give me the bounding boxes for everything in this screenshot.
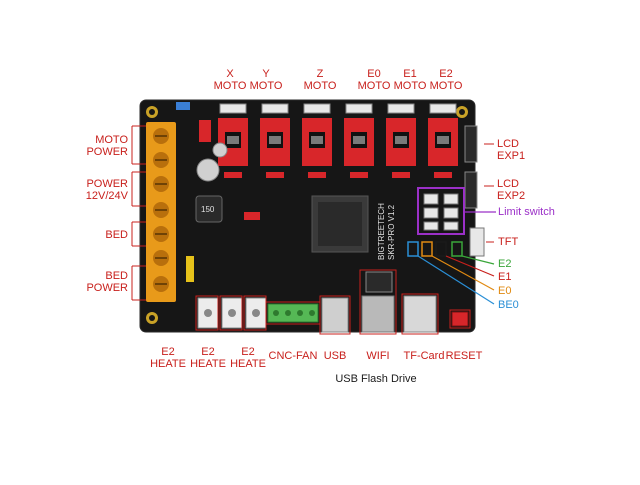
heater-terminals [197,297,267,329]
board-brand: BIGTREETECH [377,203,386,260]
label-cnc-fan: CNC-FAN [268,350,318,362]
board-model: SKR-PRO V1.2 [387,204,396,260]
label-be0: BE0 [498,299,519,311]
cnc-fan-terminal [267,303,319,323]
inductor [195,195,223,223]
label-tft: TFT [498,236,519,248]
jumper-rows [224,172,452,220]
label-usb: USB [323,350,347,362]
label-tf-card: TF-Card [403,350,445,362]
reset-button [451,311,469,327]
power-terminals [146,122,176,302]
wifi-header [365,271,393,293]
e0-connector [421,241,433,257]
tft-header [469,227,485,257]
label-reset: RESET [445,350,483,362]
left-leaders [131,125,146,301]
inductor-value: 150 [201,205,215,214]
usb-flash-port [361,295,395,333]
capacitor [196,158,220,182]
connector-leaders [417,255,495,305]
e1-connector [435,241,447,257]
right-leaders [484,143,494,243]
stepper-drivers [218,118,458,166]
fuse-yellow [186,256,194,282]
limit-switch-area [417,187,465,235]
label-e0: E0 [498,285,512,297]
label-wifi: WIFI [366,350,390,362]
fuse-red [199,120,211,142]
label-bed: BED [105,229,128,241]
be0-connector [407,241,419,257]
label-e2: E2 [498,258,512,270]
motor-connectors [219,103,457,114]
label-limit-switch: Limit switch [498,206,555,218]
tf-card-slot [403,295,437,333]
lcd-headers [464,125,478,209]
label-e1: E1 [498,271,512,283]
fuse-blue [176,102,190,110]
usb-port [321,297,349,333]
e2-connector [451,241,463,257]
bottom-label-frames [195,269,471,335]
label-usb-flash-drive: USB Flash Drive [335,373,417,385]
